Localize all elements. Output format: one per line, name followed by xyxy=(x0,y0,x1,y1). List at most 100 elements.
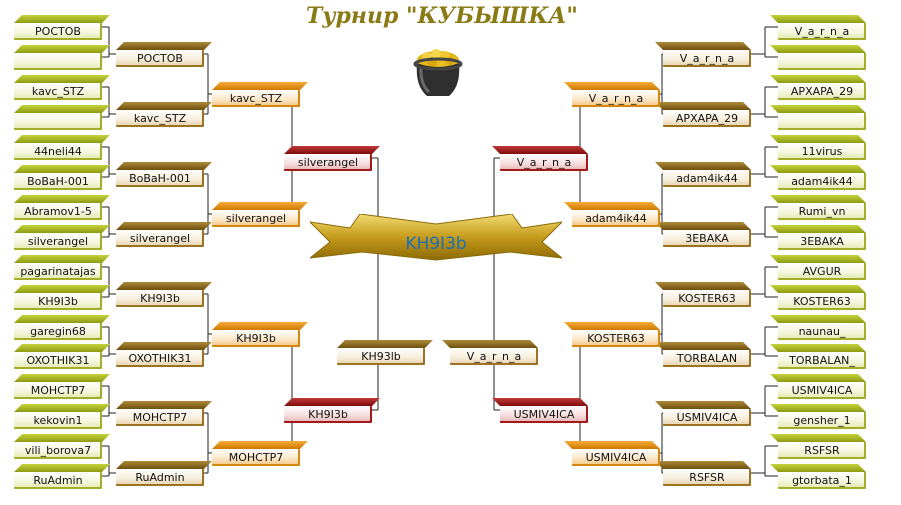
left-r1-slot-15: vili_borova7 xyxy=(14,434,110,459)
left-r1-slot-1: РОСТОВ xyxy=(14,15,110,40)
player-name: RSFSR xyxy=(689,471,725,484)
right-r1-slot-12: TORBALAN_ xyxy=(770,344,866,369)
right-r2-slot-8: RSFSR xyxy=(655,461,751,486)
left-r3-slot-1: kavc_STZ xyxy=(212,82,308,107)
right-r3-slot-4: USMIV4ICA xyxy=(564,441,660,466)
player-name: kavc_STZ xyxy=(133,112,187,125)
player-name: kavc_STZ xyxy=(229,92,283,105)
left-r1-slot-8: silverangel xyxy=(14,225,110,250)
player-name: V_a_r_n_a xyxy=(466,350,522,363)
right-r3-slot-3: KOSTER63 xyxy=(564,322,660,347)
player-name: KH93lb xyxy=(361,350,401,363)
left-r1-slot-6: BoBaH-001 xyxy=(14,165,110,190)
player-name: RuAdmin xyxy=(135,471,185,484)
left-r3-slot-4: MOHCTP7 xyxy=(212,441,308,466)
left-r1-slot-7: Abramov1-5 xyxy=(14,195,110,220)
player-name: KOSTER63 xyxy=(793,295,851,308)
player-name: TORBALAN_ xyxy=(789,354,855,367)
right-r2-slot-6: TORBALAN xyxy=(655,342,751,367)
left-r1-slot-11: garegin68 xyxy=(14,315,110,340)
right-final-slot: V_a_r_n_a xyxy=(442,340,538,365)
right-r1-slot-10: KOSTER63 xyxy=(770,285,866,310)
left-r2-slot-4: silverangel xyxy=(116,222,212,247)
right-r2-slot-4: 3EBAKA xyxy=(655,222,751,247)
player-name: OXOTHIK31 xyxy=(128,352,192,365)
left-r3-slot-3: KH9I3b xyxy=(212,322,308,347)
player-name: silverangel xyxy=(225,212,287,225)
right-r1-slot-13: USMIV4ICA xyxy=(770,374,866,399)
player-name: MOHCTP7 xyxy=(30,384,86,397)
left-r2-slot-2: kavc_STZ xyxy=(116,102,212,127)
player-name: APXAPA_29 xyxy=(790,85,854,98)
right-r1-slot-15: RSFSR xyxy=(770,434,866,459)
left-r1-slot-3: kavc_STZ xyxy=(14,75,110,100)
player-name: adam4ik44 xyxy=(585,212,647,225)
player-name: USMIV4ICA xyxy=(791,384,853,397)
right-r1-slot-6: adam4ik44 xyxy=(770,165,866,190)
player-name: Rumi_vn xyxy=(798,205,846,218)
left-r1-slot-16: RuAdmin xyxy=(14,464,110,489)
player-name: V_a_r_n_a xyxy=(588,92,644,105)
player-name: naunau_ xyxy=(798,325,846,338)
player-name: V_a_r_n_a xyxy=(794,25,850,38)
right-r1-slot-11: naunau_ xyxy=(770,315,866,340)
player-name: gensher_1 xyxy=(793,414,851,427)
player-name: APXAPA_29 xyxy=(675,112,739,125)
player-name: KH9I3b xyxy=(140,292,180,305)
player-name: AVGUR xyxy=(802,265,842,278)
player-name: gtorbata_1 xyxy=(792,474,852,487)
tournament-title: Турнир "КУБЫШКА" xyxy=(306,3,578,29)
player-name: 11virus xyxy=(801,145,843,158)
player-name: РОСТОВ xyxy=(137,52,183,65)
left-r2-slot-3: BoBaH-001 xyxy=(116,162,212,187)
player-name: TORBALAN xyxy=(676,352,738,365)
right-semifinal-slot-2: USMIV4ICA xyxy=(492,398,588,423)
left-semifinal-slot-2: KH9I3b xyxy=(284,398,380,423)
left-r1-slot-10: KH9I3b xyxy=(14,285,110,310)
player-name: adam4ik44 xyxy=(676,172,738,185)
right-r1-slot-7: Rumi_vn xyxy=(770,195,866,220)
left-r3-slot-2: silverangel xyxy=(212,202,308,227)
player-name: BoBaH-001 xyxy=(27,175,89,188)
right-r3-slot-1: V_a_r_n_a xyxy=(564,82,660,107)
player-name: kekovin1 xyxy=(33,414,83,427)
player-name: KH9I3b xyxy=(236,332,276,345)
left-r2-slot-7: MOHCTP7 xyxy=(116,401,212,426)
left-r1-slot-4 xyxy=(14,105,110,130)
player-name: KH9I3b xyxy=(38,295,78,308)
player-name: kavc_STZ xyxy=(31,85,85,98)
pot-of-gold-icon xyxy=(413,49,463,96)
right-r1-slot-5: 11virus xyxy=(770,135,866,160)
player-name: MOHCTP7 xyxy=(132,411,188,424)
left-r1-slot-12: OXOTHIK31 xyxy=(14,344,110,369)
player-name: Abramov1-5 xyxy=(24,205,92,218)
player-name: silverangel xyxy=(27,235,89,248)
player-name: RuAdmin xyxy=(33,474,83,487)
player-name: MOHCTP7 xyxy=(228,451,284,464)
left-r1-slot-13: MOHCTP7 xyxy=(14,374,110,399)
player-name: OXOTHIK31 xyxy=(26,354,90,367)
player-name: RSFSR xyxy=(804,444,840,457)
right-r1-slot-14: gensher_1 xyxy=(770,404,866,429)
left-r2-slot-6: OXOTHIK31 xyxy=(116,342,212,367)
player-name: KOSTER63 xyxy=(678,292,736,305)
player-name: pagarinatajas xyxy=(20,265,96,278)
champion-banner xyxy=(310,214,562,261)
right-r2-slot-7: USMIV4ICA xyxy=(655,401,751,426)
right-r3-slot-2: adam4ik44 xyxy=(564,202,660,227)
right-r1-slot-3: APXAPA_29 xyxy=(770,75,866,100)
player-name: KOSTER63 xyxy=(587,332,645,345)
player-name: USMIV4ICA xyxy=(585,451,647,464)
left-r2-slot-1: РОСТОВ xyxy=(116,42,212,67)
player-name: 3EBAKA xyxy=(800,235,844,248)
player-name: KH9I3b xyxy=(308,408,348,421)
left-r2-slot-8: RuAdmin xyxy=(116,461,212,486)
left-r1-slot-14: kekovin1 xyxy=(14,404,110,429)
left-semifinal-slot-1: silverangel xyxy=(284,146,380,171)
player-name: silverangel xyxy=(297,156,359,169)
right-r1-slot-16: gtorbata_1 xyxy=(770,464,866,489)
right-r1-slot-4 xyxy=(770,105,866,130)
left-r1-slot-2 xyxy=(14,45,110,70)
right-r1-slot-8: 3EBAKA xyxy=(770,225,866,250)
right-semifinal-slot-1: V_a_r_n_a xyxy=(492,146,588,171)
